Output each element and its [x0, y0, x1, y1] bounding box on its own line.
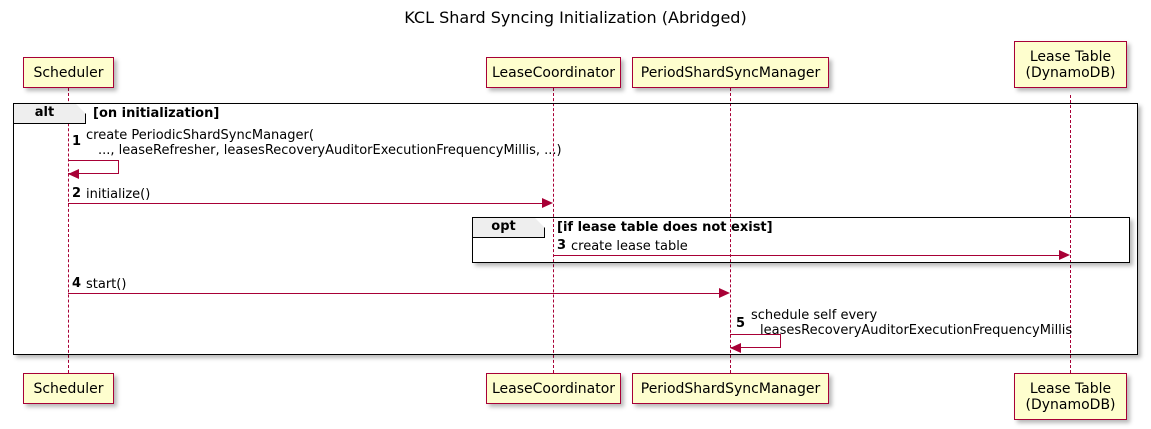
message-4-arrowhead — [719, 288, 730, 298]
participant-label: PeriodShardSyncManager — [640, 64, 821, 81]
message-2-number: 2 — [72, 186, 82, 201]
fragment-alt-guard: [on initialization] — [93, 106, 220, 121]
participant-label: PeriodShardSyncManager — [640, 380, 821, 397]
message-1-label-line1: create PeriodicShardSyncManager( — [86, 128, 314, 143]
fragment-alt-operator-tab: alt — [14, 104, 86, 124]
participant-label-line2: (DynamoDB) — [1025, 64, 1116, 81]
participant-label-line2: (DynamoDB) — [1025, 396, 1116, 413]
message-5-number: 5 — [736, 316, 746, 331]
message-5-label-line1: schedule self every — [751, 308, 878, 323]
message-3-line[interactable] — [553, 255, 1059, 256]
participant-period-shard-sync-manager-bottom[interactable]: PeriodShardSyncManager — [632, 373, 829, 404]
message-4-label: start() — [86, 277, 127, 292]
lifeline-period-shard-sync-manager — [730, 88, 731, 373]
participant-lease-table-top[interactable]: Lease Table (DynamoDB) — [1014, 41, 1127, 88]
participant-lease-coordinator-bottom[interactable]: LeaseCoordinator — [486, 373, 621, 404]
participant-label: Scheduler — [33, 380, 104, 397]
participant-label: LeaseCoordinator — [491, 380, 616, 397]
message-2-arrowhead — [542, 198, 553, 208]
participant-lease-coordinator-top[interactable]: LeaseCoordinator — [486, 57, 621, 88]
participant-scheduler-bottom[interactable]: Scheduler — [23, 373, 114, 404]
fragment-opt-guard: [if lease table does not exist] — [557, 220, 773, 235]
fragment-alt — [13, 103, 1138, 355]
message-3-arrowhead — [1059, 250, 1070, 260]
participant-label-line1: Lease Table — [1029, 380, 1112, 397]
message-4-number: 4 — [72, 276, 82, 291]
message-4-line[interactable] — [68, 293, 719, 294]
lifeline-scheduler — [68, 88, 69, 373]
lifeline-lease-table — [1070, 95, 1071, 373]
diagram-title: KCL Shard Syncing Initialization (Abridg… — [404, 8, 747, 27]
message-2-label: initialize() — [86, 187, 151, 202]
lifeline-lease-coordinator — [553, 88, 554, 373]
participant-label-line1: Lease Table — [1029, 48, 1112, 65]
participant-label: LeaseCoordinator — [491, 64, 616, 81]
message-5-label-line2: leasesRecoveryAuditorExecutionFrequencyM… — [760, 323, 1073, 338]
participant-lease-table-bottom[interactable]: Lease Table (DynamoDB) — [1014, 373, 1127, 420]
fragment-opt-operator-tab: opt — [473, 218, 545, 238]
participant-label: Scheduler — [33, 64, 104, 81]
participant-scheduler-top[interactable]: Scheduler — [23, 57, 114, 88]
message-1-number: 1 — [72, 134, 82, 149]
message-3-label: create lease table — [571, 239, 688, 254]
fragment-opt — [472, 217, 1130, 263]
message-1-label-line2: ..., leaseRefresher, leasesRecoveryAudit… — [98, 143, 562, 158]
participant-period-shard-sync-manager-top[interactable]: PeriodShardSyncManager — [632, 57, 829, 88]
message-2-line[interactable] — [68, 203, 542, 204]
message-3-number: 3 — [557, 238, 567, 253]
message-5-self-loop[interactable] — [730, 334, 781, 348]
message-1-self-loop[interactable] — [68, 160, 119, 174]
message-5-arrowhead — [730, 343, 741, 353]
message-1-arrowhead — [68, 169, 79, 179]
